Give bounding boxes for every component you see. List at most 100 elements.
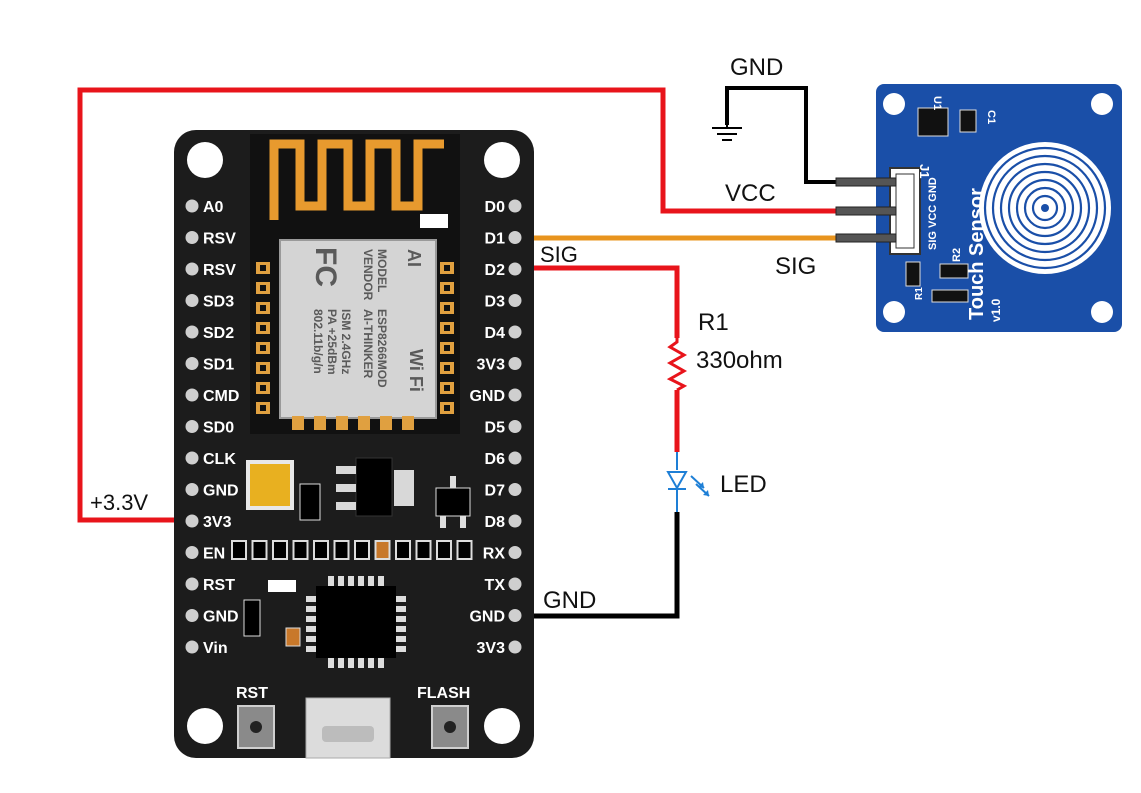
left-pin-hole[interactable] [185, 609, 199, 622]
left-pin-label: RSV [203, 231, 236, 248]
micro-usb-opening [322, 726, 374, 742]
left-pin-hole[interactable] [185, 514, 199, 528]
chip-pin [306, 606, 316, 612]
left-pin-hole[interactable] [185, 357, 199, 370]
touch-sensor-board: Touch Sensor v1.0 SIG VCC GND J1 R2 U1 C… [835, 84, 1122, 332]
antenna-icon [269, 139, 444, 220]
esp-pad-hole [260, 345, 266, 351]
esp-pads [256, 262, 454, 430]
left-pin-hole[interactable] [185, 294, 199, 307]
smd-component [231, 540, 247, 560]
transistor-pin [440, 516, 446, 528]
module-led [420, 214, 448, 228]
label-supply: +3.3V [90, 490, 148, 515]
label-resistor-value: 330ohm [696, 347, 783, 374]
regulator-tab [394, 470, 414, 506]
right-pin-hole[interactable] [508, 577, 522, 591]
chip-pin [306, 646, 316, 652]
right-pin-hole[interactable] [508, 231, 522, 244]
flash-button[interactable] [431, 705, 469, 749]
esp-pad [358, 416, 370, 430]
sensor-pin-gnd[interactable] [835, 177, 897, 187]
ground-symbol [712, 125, 742, 141]
left-pin-hole[interactable] [185, 199, 199, 213]
esp-pad [336, 416, 348, 430]
left-pin-hole[interactable] [185, 451, 199, 465]
esp-pad [314, 416, 326, 430]
left-pin-hole[interactable] [185, 420, 199, 433]
chip-pin [338, 658, 344, 668]
rst-button[interactable] [237, 705, 275, 749]
touch-ring [991, 154, 1099, 262]
right-pin-hole[interactable] [508, 546, 522, 559]
esp-pad-hole [444, 345, 450, 351]
right-pin-hole[interactable] [508, 262, 522, 276]
esp-vendor-value: AI-THINKER [361, 309, 375, 379]
esp-pad-hole [260, 365, 266, 371]
right-pin-hole[interactable] [508, 451, 522, 465]
sensor-res-r2 [939, 263, 969, 279]
left-pin-hole[interactable] [185, 231, 199, 244]
esp-pad-hole [260, 405, 266, 411]
sensor-res-r1 [931, 289, 969, 303]
flash-button-cap[interactable] [444, 721, 456, 733]
left-pin-label: 3V3 [203, 514, 232, 531]
right-pin-hole[interactable] [508, 609, 522, 622]
right-pin-label: TX [485, 577, 506, 594]
esp-power: PA +25dBm [325, 309, 339, 375]
rst-button-cap[interactable] [250, 721, 262, 733]
right-pin-hole[interactable] [508, 420, 522, 433]
left-pin-hole[interactable] [185, 640, 199, 654]
touch-ring [999, 162, 1091, 254]
right-pin-hole[interactable] [508, 514, 522, 528]
left-pin-label: RST [203, 577, 235, 594]
esp-pad-hole [444, 405, 450, 411]
left-pin-label: Vin [203, 640, 228, 657]
sensor-cap-c1 [959, 109, 977, 133]
touch-ring [1007, 170, 1083, 246]
resistor-r1 [666, 338, 688, 392]
wire-gnd-top [725, 86, 838, 184]
left-pin-hole[interactable] [185, 483, 199, 496]
left-pin-label: CLK [203, 451, 236, 468]
right-pin-hole[interactable] [508, 199, 522, 213]
left-pin-hole[interactable] [185, 325, 199, 339]
left-pin-hole[interactable] [185, 546, 199, 559]
chip-pin [358, 576, 364, 586]
chip-pin [378, 576, 384, 586]
right-pin-hole[interactable] [508, 325, 522, 339]
sensor-j1: J1 [917, 164, 932, 178]
right-pin-label: GND [469, 609, 505, 626]
nodemcu-board: AI MODEL VENDOR ESP8266MOD AI-THINKER IS… [174, 130, 534, 759]
right-pin-hole[interactable] [508, 388, 522, 402]
right-pin-label: D8 [485, 514, 506, 531]
chip-pin [396, 646, 406, 652]
chip-pin [368, 658, 374, 668]
transistor [299, 483, 321, 521]
chip-pin [396, 616, 406, 622]
right-pin-label: GND [469, 388, 505, 405]
sensor-header-pins: SIG VCC GND [927, 177, 939, 250]
esp-pad-hole [444, 305, 450, 311]
sensor-pin-sig[interactable] [835, 233, 897, 243]
sensor-r1: R1 [914, 287, 925, 300]
esp-pad-hole [444, 365, 450, 371]
esp-model-value: ESP8266MOD [375, 309, 389, 388]
left-pin-hole[interactable] [185, 262, 199, 276]
left-pin-hole[interactable] [185, 577, 199, 591]
chip-pin [306, 626, 316, 632]
right-pin-label: D7 [485, 483, 506, 500]
left-pin-hole[interactable] [185, 388, 199, 402]
right-pin-hole[interactable] [508, 640, 522, 654]
sensor-c1: C1 [985, 110, 997, 124]
sensor-pin-vcc[interactable] [835, 206, 897, 216]
right-pin-hole[interactable] [508, 483, 522, 496]
smd-cap [285, 627, 301, 647]
esp-pad-hole [444, 325, 450, 331]
transistor-pin [460, 516, 466, 528]
right-pin-hole[interactable] [508, 294, 522, 307]
chip-pin [348, 576, 354, 586]
right-pin-hole[interactable] [508, 357, 522, 370]
